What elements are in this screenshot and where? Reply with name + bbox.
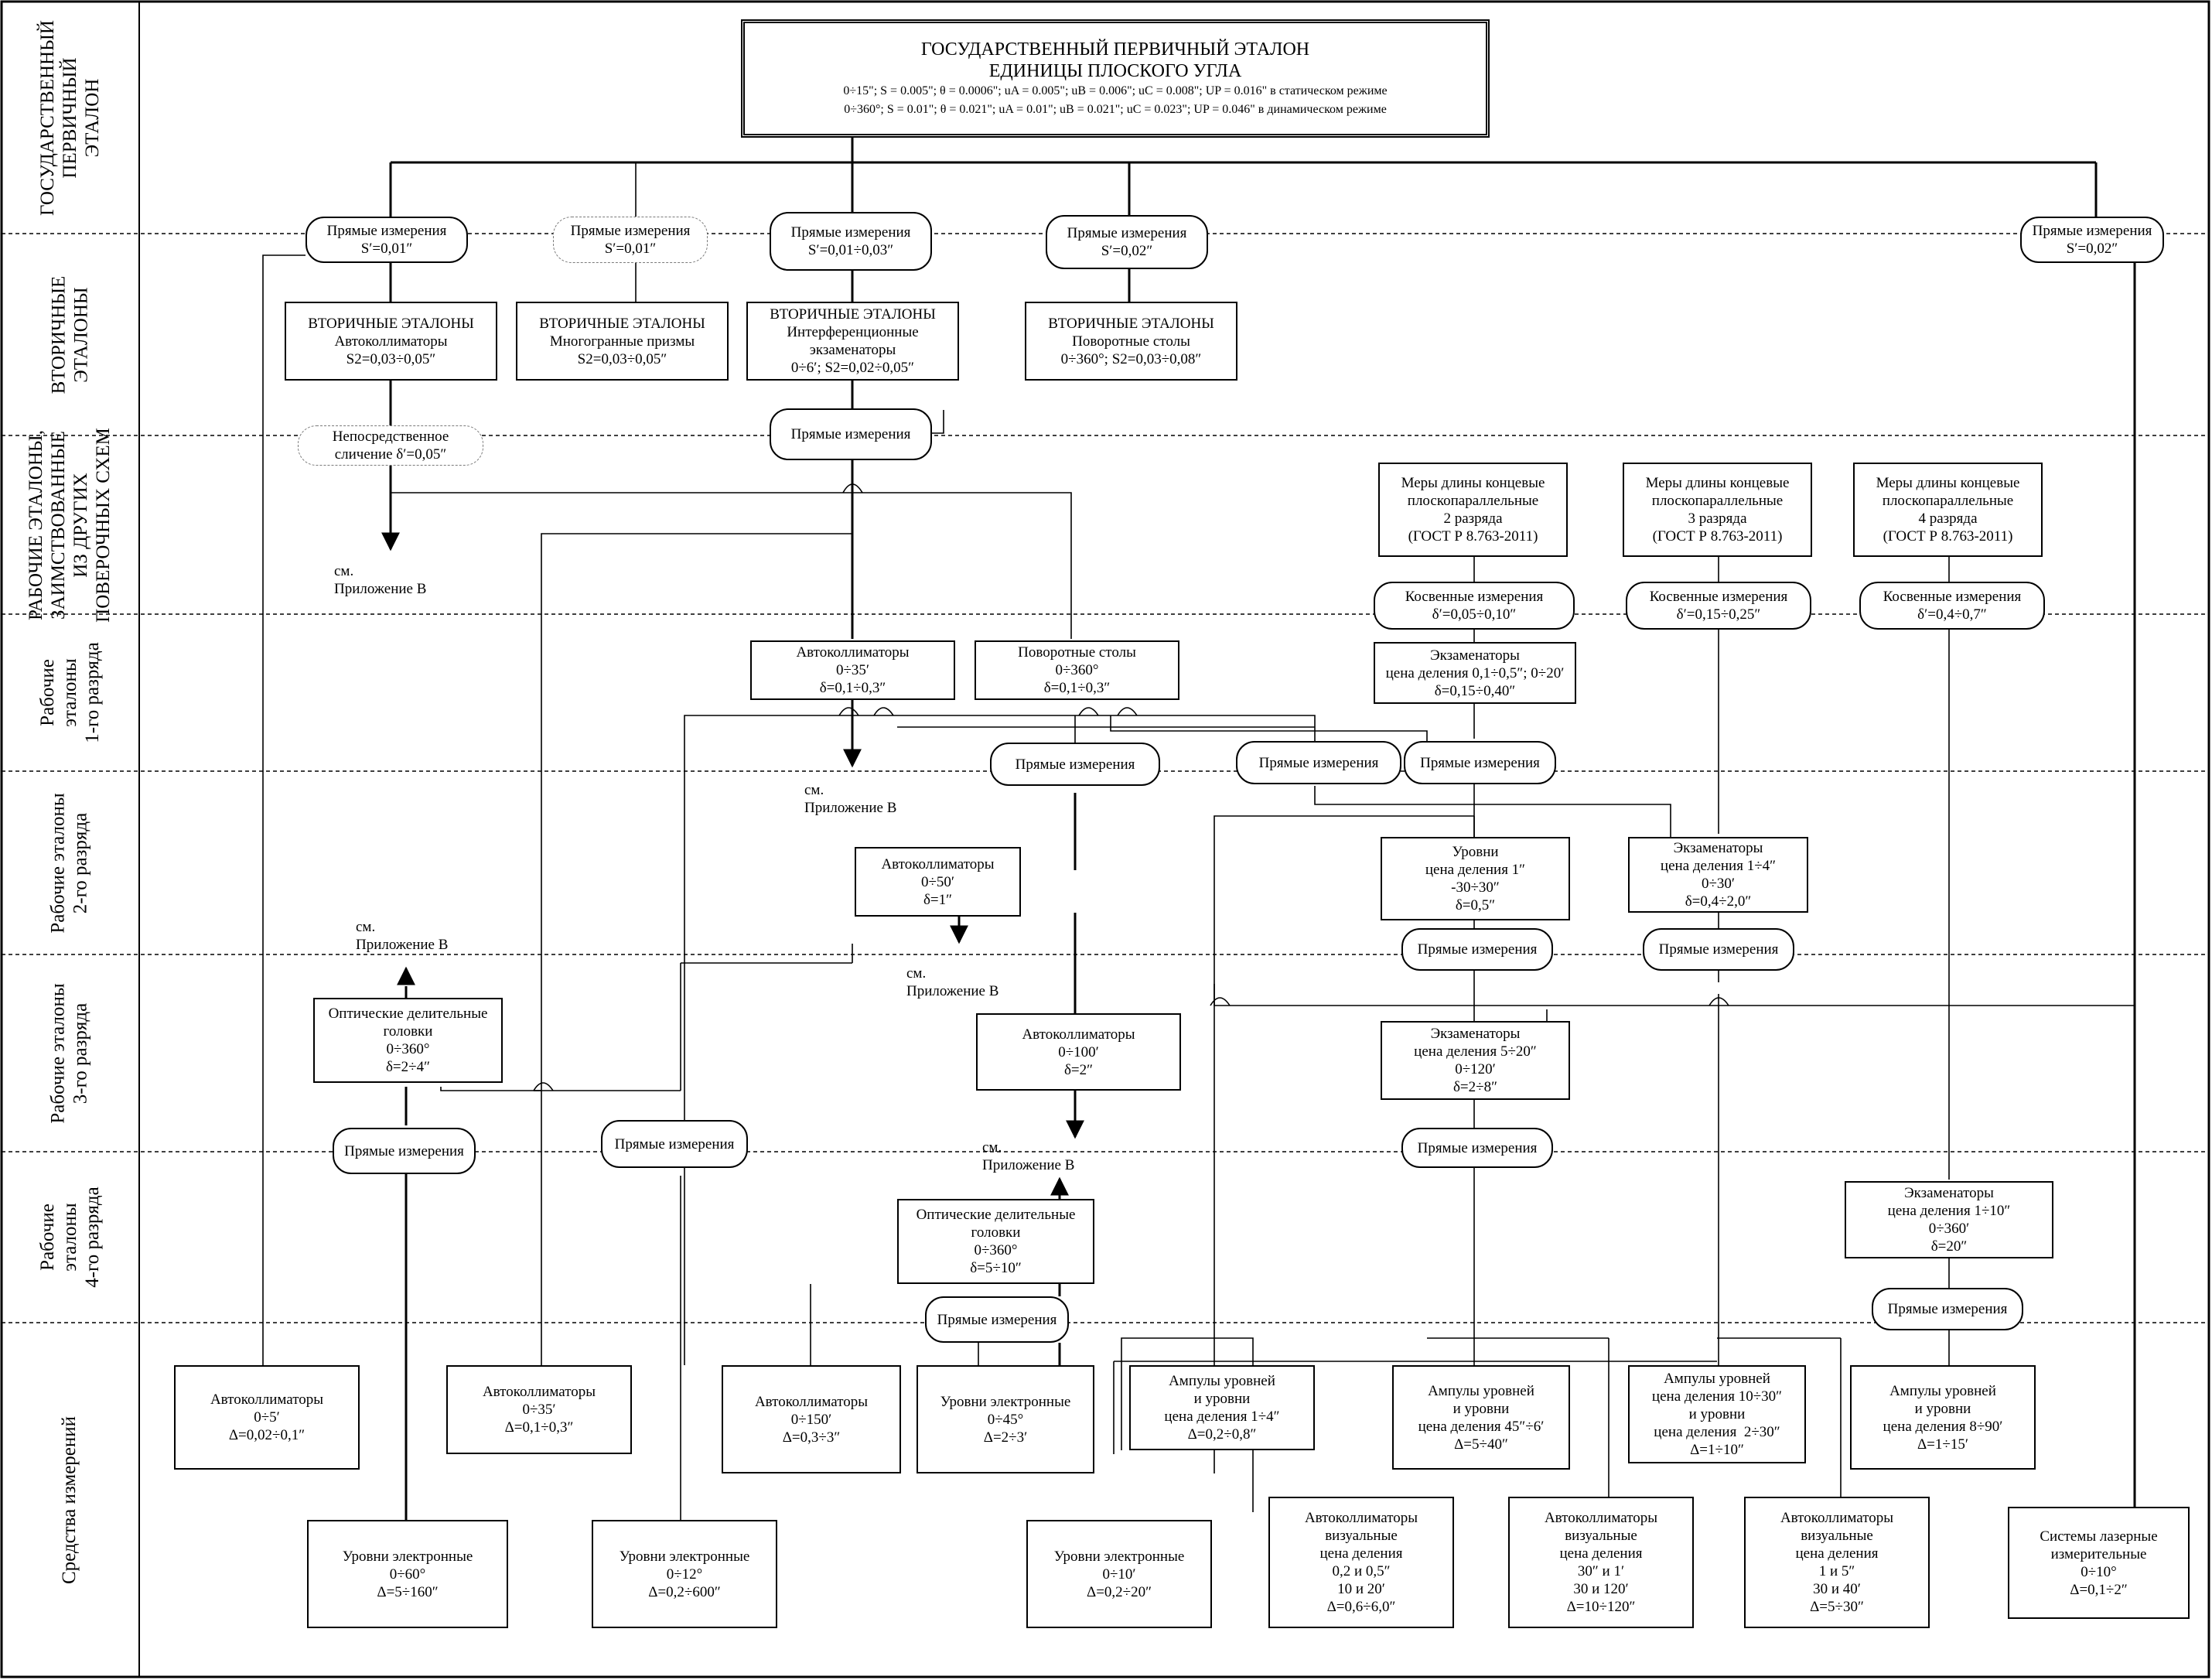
instrument-ampoules-1: Ампулы уровней и уровни цена деления 1÷4… — [1129, 1365, 1315, 1450]
see-appendix-2: см. Приложение В — [804, 782, 897, 816]
primary-static-params: 0÷15"; S = 0.005"; θ = 0.0006"; uA = 0.0… — [843, 84, 1388, 97]
secondary-rotary-tables: ВТОРИЧНЫЕ ЭТАЛОНЫ Поворотные столы 0÷360… — [1025, 302, 1237, 381]
band-separators — [2, 233, 2209, 1323]
direct-measurement-r3a: Прямые измерения — [333, 1128, 476, 1174]
rank3-examiners: Экзаменаторы цена деления 5÷20″ 0÷120′ δ… — [1381, 1021, 1570, 1100]
rank1-examiners: Экзаменаторы цена деления 0,1÷0,5″; 0÷20… — [1374, 642, 1576, 704]
direct-measurement-r3c: Прямые измерения — [1401, 1128, 1553, 1168]
instrument-visual-autocollimators-3: Автоколлиматоры визуальные цена деления … — [1744, 1497, 1930, 1628]
rank3-optical-heads: Оптические делительные головки 0÷360° δ=… — [313, 998, 503, 1083]
indirect-measurement-4: Косвенные измерения δ′=0,4÷0,7″ — [1859, 582, 2045, 630]
direct-comparison: Непосредственное сличение δ′=0,05″ — [298, 425, 483, 466]
primary-connectors — [381, 138, 2136, 1520]
primary-dynamic-params: 0÷360°; S = 0.01"; θ = 0.021"; uA = 0.01… — [844, 102, 1387, 116]
band-label-rank2: Рабочие эталоны 2-го разряда — [48, 792, 91, 934]
see-appendix-3: см. Приложение В — [356, 919, 449, 953]
gauge-blocks-4: Меры длины концевые плоскопараллельные 4… — [1853, 463, 2043, 557]
instrument-electronic-levels-2: Уровни электронные 0÷60° Δ=5÷160″ — [307, 1520, 508, 1628]
rank2-examiners: Экзаменаторы цена деления 1÷4″ 0÷30′ δ=0… — [1628, 837, 1808, 913]
gauge-blocks-2: Меры длины концевые плоскопараллельные 2… — [1378, 463, 1568, 557]
rank3-autocollimators: Автоколлиматоры 0÷100′ δ=2″ — [976, 1013, 1181, 1091]
rank1-autocollimators: Автоколлиматоры 0÷35′ δ=0,1÷0,3″ — [750, 640, 955, 700]
band-label-secondary: ВТОРИЧНЫЕ ЭТАЛОНЫ — [48, 275, 91, 394]
secondary-examiners: ВТОРИЧНЫЕ ЭТАЛОНЫ Интерференционные экза… — [746, 302, 959, 381]
direct-measurement-s5: Прямые измерения S′=0,02″ — [2020, 217, 2164, 263]
instrument-ampoules-4: Ампулы уровней и уровни цена деления 8÷9… — [1850, 1365, 2036, 1470]
instrument-autocollimators-3: Автоколлиматоры 0÷150′ Δ=0,3÷3″ — [722, 1365, 901, 1473]
instrument-laser-systems: Системы лазерные измерительные 0÷10° Δ=0… — [2008, 1507, 2190, 1619]
direct-measurement-r1c: Прямые измерения — [1404, 741, 1556, 784]
band-label-rank4: Рабочие эталоны 4-го разряда — [36, 1187, 103, 1288]
instrument-ampoules-3: Ампулы уровней цена деления 10÷30″ и уро… — [1628, 1365, 1806, 1463]
rank4-optical-heads: Оптические делительные головки 0÷360° δ=… — [897, 1199, 1094, 1284]
instrument-electronic-levels-1: Уровни электронные 0÷45° Δ=2÷3′ — [917, 1365, 1094, 1473]
band-label-rank1: Рабочие эталоны 1-го разряда — [36, 642, 103, 743]
primary-subtitle: ЕДИНИЦЫ ПЛОСКОГО УГЛА — [988, 60, 1242, 81]
band-label-rank3: Рабочие эталоны 3-го разряда — [48, 982, 91, 1124]
indirect-measurement-2: Косвенные измерения δ′=0,05÷0,10″ — [1374, 582, 1575, 630]
see-appendix-1: см. Приложение В — [334, 563, 427, 597]
band-label-instruments: Средства измерений — [59, 1415, 80, 1584]
direct-measurement-s1: Прямые измерения S′=0,01″ — [306, 217, 468, 263]
primary-title: ГОСУДАРСТВЕННЫЙ ПЕРВИЧНЫЙ ЭТАЛОН — [920, 39, 1310, 60]
direct-measurement-r4a: Прямые измерения — [925, 1296, 1069, 1343]
direct-measurement-r2b: Прямые измерения — [1643, 928, 1794, 971]
instrument-visual-autocollimators-1: Автоколлиматоры визуальные цена деления … — [1268, 1497, 1454, 1628]
rank1-rotary-tables: Поворотные столы 0÷360° δ=0,1÷0,3″ — [975, 640, 1179, 700]
instrument-autocollimators-2: Автоколлиматоры 0÷35′ Δ=0,1÷0,3″ — [446, 1365, 632, 1454]
band-label-borrowed: РАБОЧИЕ ЭТАЛОНЫ, ЗАИМСТВОВАННЫЕ ИЗ ДРУГИ… — [26, 427, 114, 623]
direct-measurement-mid: Прямые измерения — [770, 408, 932, 460]
rank4-examiners: Экзаменаторы цена деления 1÷10″ 0÷360′ δ… — [1845, 1181, 2053, 1258]
instrument-electronic-levels-4: Уровни электронные 0÷10′ Δ=0,2÷20″ — [1026, 1520, 1212, 1628]
direct-measurement-s3: Прямые измерения S′=0,01÷0,03″ — [770, 212, 932, 271]
primary-standard-box: ГОСУДАРСТВЕННЫЙ ПЕРВИЧНЫЙ ЭТАЛОН ЕДИНИЦЫ… — [741, 19, 1490, 138]
direct-measurement-r2a: Прямые измерения — [1401, 928, 1553, 971]
gauge-blocks-3: Меры длины концевые плоскопараллельные 3… — [1623, 463, 1812, 557]
rank2-autocollimators: Автоколлиматоры 0÷50′ δ=1″ — [855, 847, 1021, 917]
direct-measurement-s4: Прямые измерения S′=0,02″ — [1046, 215, 1208, 269]
instrument-ampoules-2: Ампулы уровней и уровни цена деления 45″… — [1392, 1365, 1570, 1470]
direct-measurement-r1a: Прямые измерения — [990, 743, 1160, 786]
instrument-autocollimators-1: Автоколлиматоры 0÷5′ Δ=0,02÷0,1″ — [174, 1365, 360, 1470]
direct-measurement-r3b: Прямые измерения — [601, 1120, 748, 1168]
direct-measurement-r4b: Прямые измерения — [1872, 1288, 2023, 1330]
indirect-measurement-3: Косвенные измерения δ′=0,15÷0,25″ — [1626, 582, 1811, 630]
direct-measurement-s2: Прямые измерения S′=0,01″ — [553, 217, 708, 263]
see-appendix-4: см. Приложение В — [906, 965, 999, 999]
band-label-state: ГОСУДАРСТВЕННЫЙ ПЕРВИЧНЫЙ ЭТАЛОН — [36, 19, 103, 216]
direct-measurement-r1b: Прямые измерения — [1236, 741, 1401, 784]
see-appendix-5: см. Приложение В — [982, 1139, 1075, 1173]
instrument-visual-autocollimators-2: Автоколлиматоры визуальные цена деления … — [1508, 1497, 1694, 1628]
instrument-electronic-levels-3: Уровни электронные 0÷12° Δ=0,2÷600″ — [592, 1520, 777, 1628]
secondary-prisms: ВТОРИЧНЫЕ ЭТАЛОНЫ Многогранные призмы S2… — [516, 302, 729, 381]
rank2-levels: Уровни цена деления 1″ -30÷30″ δ=0,5″ — [1381, 837, 1570, 920]
secondary-autocollimators: ВТОРИЧНЫЕ ЭТАЛОНЫ Автоколлиматоры S2=0,0… — [285, 302, 497, 381]
thin-connectors — [262, 162, 2135, 1520]
